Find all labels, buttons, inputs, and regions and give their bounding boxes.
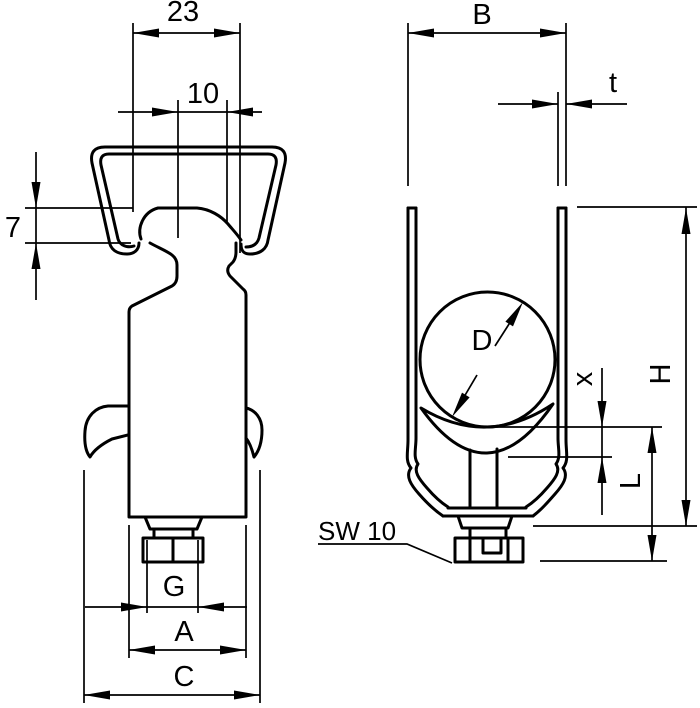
screw-side bbox=[453, 447, 525, 564]
washer-plate bbox=[143, 515, 204, 531]
saddle-crescent bbox=[419, 402, 555, 455]
dim-label-D: D bbox=[472, 325, 493, 357]
channel-walls bbox=[405, 206, 569, 518]
arrowhead bbox=[234, 690, 260, 700]
leader-line bbox=[318, 543, 453, 564]
screw-front bbox=[141, 515, 205, 564]
dimension-7: 7 bbox=[5, 152, 133, 300]
left-wall-outer bbox=[405, 206, 445, 518]
dim-label-7: 7 bbox=[5, 212, 21, 244]
front-view: 23 10 7 bbox=[5, 0, 287, 703]
arrowhead bbox=[84, 690, 110, 700]
arrowhead bbox=[129, 645, 155, 655]
hex-facet-line bbox=[468, 536, 510, 564]
dim-label-G: G bbox=[163, 571, 186, 603]
dimension-23: 23 bbox=[132, 0, 241, 253]
diameter-leader bbox=[494, 320, 512, 347]
dimension-A: A bbox=[128, 525, 247, 658]
arrowhead bbox=[597, 457, 607, 483]
dim-label-x: x bbox=[567, 371, 599, 386]
arrowhead bbox=[540, 28, 566, 38]
dim-label-t: t bbox=[609, 67, 617, 99]
dim-label-B: B bbox=[472, 0, 491, 31]
arrowhead bbox=[220, 645, 246, 655]
arrowhead bbox=[198, 602, 224, 612]
clamp-head bbox=[90, 145, 287, 256]
dimension-G: G bbox=[85, 540, 247, 613]
arrowhead bbox=[681, 208, 691, 234]
dimension-L: L bbox=[540, 427, 667, 562]
screw-neck bbox=[468, 526, 508, 540]
head-slot-notch bbox=[481, 536, 503, 555]
label-sw10: SW 10 bbox=[318, 516, 396, 546]
arrowhead bbox=[597, 401, 607, 427]
arrowhead bbox=[121, 602, 147, 612]
arrowhead bbox=[227, 107, 253, 117]
dimension-C: C bbox=[83, 470, 261, 703]
screw-shaft bbox=[468, 447, 499, 510]
dim-label-H: H bbox=[645, 364, 677, 385]
clamp-body-outline bbox=[127, 241, 248, 519]
diameter-leader bbox=[463, 374, 478, 398]
arrowhead bbox=[152, 107, 178, 117]
arrowhead bbox=[452, 392, 470, 417]
left-wing bbox=[83, 404, 130, 459]
rail-profile-dome bbox=[138, 206, 243, 242]
dimension-10: 10 bbox=[118, 78, 262, 238]
arrowhead bbox=[505, 302, 523, 327]
arrowhead bbox=[647, 427, 657, 453]
arrowhead bbox=[31, 243, 41, 269]
arrowhead bbox=[647, 535, 657, 561]
arrowhead bbox=[681, 500, 691, 526]
arrowhead bbox=[214, 28, 240, 38]
arrowhead bbox=[133, 28, 159, 38]
dimension-x: x bbox=[495, 368, 662, 515]
head-inner-outline bbox=[99, 152, 278, 249]
right-wall-inner bbox=[524, 206, 561, 509]
arrowhead bbox=[532, 99, 558, 109]
spring-wings bbox=[83, 404, 264, 459]
dimension-t: t bbox=[498, 67, 627, 186]
dim-label-A: A bbox=[174, 616, 194, 648]
arrowhead bbox=[566, 99, 592, 109]
dim-label-L: L bbox=[615, 473, 647, 489]
cable-circle bbox=[418, 290, 557, 429]
dimension-B: B bbox=[407, 0, 567, 186]
right-wing bbox=[244, 406, 264, 459]
hex-head bbox=[453, 536, 525, 564]
left-wall-inner bbox=[413, 206, 450, 509]
right-wall-outer bbox=[531, 206, 569, 518]
dim-label-C: C bbox=[174, 661, 195, 693]
head-outer-outline bbox=[90, 145, 287, 256]
washer-plate bbox=[456, 514, 514, 530]
dim-label-10: 10 bbox=[187, 78, 219, 110]
cable-diameter: D bbox=[418, 290, 557, 429]
arrowhead bbox=[31, 182, 41, 208]
arrowhead bbox=[408, 28, 434, 38]
dim-label-23: 23 bbox=[167, 0, 199, 28]
side-view: B t D bbox=[318, 0, 697, 564]
callout-sw10: SW 10 bbox=[318, 516, 453, 564]
dimension-H: H bbox=[533, 206, 697, 527]
